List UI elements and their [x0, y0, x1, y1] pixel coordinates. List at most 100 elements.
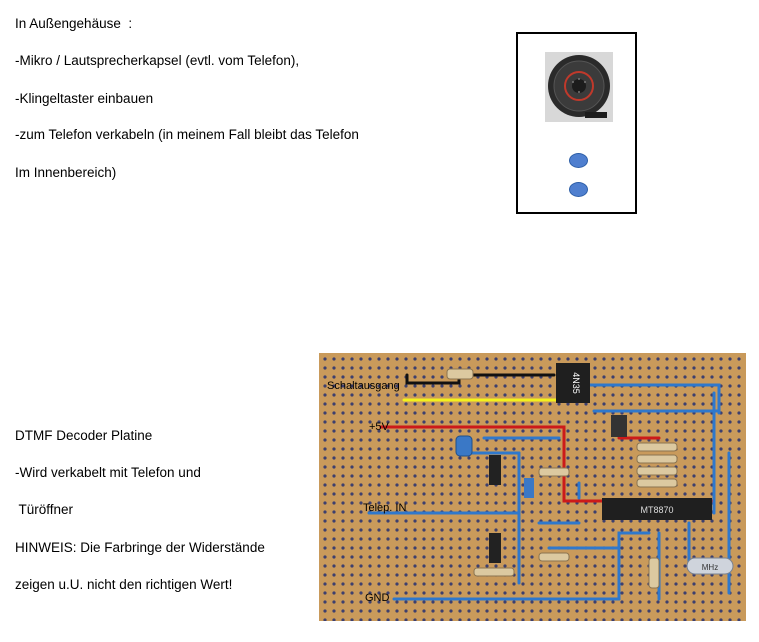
board-hole: [341, 564, 345, 568]
board-hole: [512, 600, 516, 604]
outdoor-line-3: -zum Telefon verkabeln (in meinem Fall b…: [15, 127, 359, 142]
board-hole: [602, 456, 606, 460]
board-hole: [476, 420, 480, 424]
board-hole: [449, 429, 453, 433]
board-hole: [692, 474, 696, 478]
board-hole: [521, 528, 525, 532]
board-hole: [647, 528, 651, 532]
board-hole: [683, 618, 687, 621]
board-hole: [458, 492, 462, 496]
board-hole: [719, 492, 723, 496]
board-hole: [332, 609, 336, 613]
board-hole: [422, 555, 426, 559]
board-hole: [359, 483, 363, 487]
board-hole: [728, 447, 732, 451]
board-hole: [683, 609, 687, 613]
board-hole: [404, 591, 408, 595]
board-hole: [719, 483, 723, 487]
board-hole: [431, 420, 435, 424]
board-hole: [332, 375, 336, 379]
board-hole: [386, 546, 390, 550]
board-hole: [656, 375, 660, 379]
board-hole: [494, 447, 498, 451]
board-hole: [431, 492, 435, 496]
board-hole: [620, 447, 624, 451]
board-hole: [341, 393, 345, 397]
board-hole: [674, 609, 678, 613]
board-hole: [368, 573, 372, 577]
board-hole: [377, 429, 381, 433]
board-hole: [413, 600, 417, 604]
board-hole: [476, 564, 480, 568]
board-hole: [323, 456, 327, 460]
board-hole: [395, 600, 399, 604]
board-hole: [584, 555, 588, 559]
board-hole: [737, 609, 741, 613]
board-hole: [710, 537, 714, 541]
board-hole: [458, 564, 462, 568]
board-hole: [611, 591, 615, 595]
board-hole: [350, 366, 354, 370]
board-hole: [530, 564, 534, 568]
board-hole: [728, 411, 732, 415]
board-hole: [332, 384, 336, 388]
board-hole: [422, 438, 426, 442]
board-hole: [692, 366, 696, 370]
board-hole: [638, 420, 642, 424]
board-hole: [467, 492, 471, 496]
board-hole: [593, 609, 597, 613]
board-hole: [359, 438, 363, 442]
board-hole: [701, 582, 705, 586]
board-hole: [413, 483, 417, 487]
board-hole: [584, 582, 588, 586]
board-hole: [629, 447, 633, 451]
board-hole: [584, 537, 588, 541]
board-hole: [440, 474, 444, 478]
board-hole: [512, 492, 516, 496]
board-hole: [341, 357, 345, 361]
board-hole: [449, 465, 453, 469]
board-hole: [521, 456, 525, 460]
board-hole: [719, 438, 723, 442]
board-hole: [368, 618, 372, 621]
board-hole: [683, 465, 687, 469]
board-hole: [656, 528, 660, 532]
board-hole: [566, 402, 570, 406]
board-hole: [719, 447, 723, 451]
board-hole: [521, 447, 525, 451]
board-hole: [422, 474, 426, 478]
board-hole: [350, 411, 354, 415]
board-hole: [719, 366, 723, 370]
board-hole: [422, 537, 426, 541]
board-hole: [602, 564, 606, 568]
board-hole: [449, 546, 453, 550]
board-hole: [485, 357, 489, 361]
board-hole: [683, 528, 687, 532]
board-hole: [449, 555, 453, 559]
board-hole: [449, 492, 453, 496]
board-hole: [638, 564, 642, 568]
board-hole: [737, 375, 741, 379]
board-hole: [530, 384, 534, 388]
board-hole: [323, 546, 327, 550]
board-hole: [377, 366, 381, 370]
board-hole: [647, 402, 651, 406]
board-hole: [422, 582, 426, 586]
board-hole: [557, 600, 561, 604]
board-hole: [449, 483, 453, 487]
board-hole: [404, 519, 408, 523]
board-hole: [719, 465, 723, 469]
board-hole: [530, 429, 534, 433]
board-hole: [368, 411, 372, 415]
board-hole: [449, 474, 453, 478]
board-hole: [719, 618, 723, 621]
board-hole: [692, 447, 696, 451]
board-hole: [728, 429, 732, 433]
board-hole: [701, 375, 705, 379]
board-hole: [323, 357, 327, 361]
board-hole: [611, 402, 615, 406]
capacitor: [611, 415, 627, 437]
board-hole: [332, 618, 336, 621]
resistor: [648, 557, 660, 589]
board-hole: [341, 483, 345, 487]
